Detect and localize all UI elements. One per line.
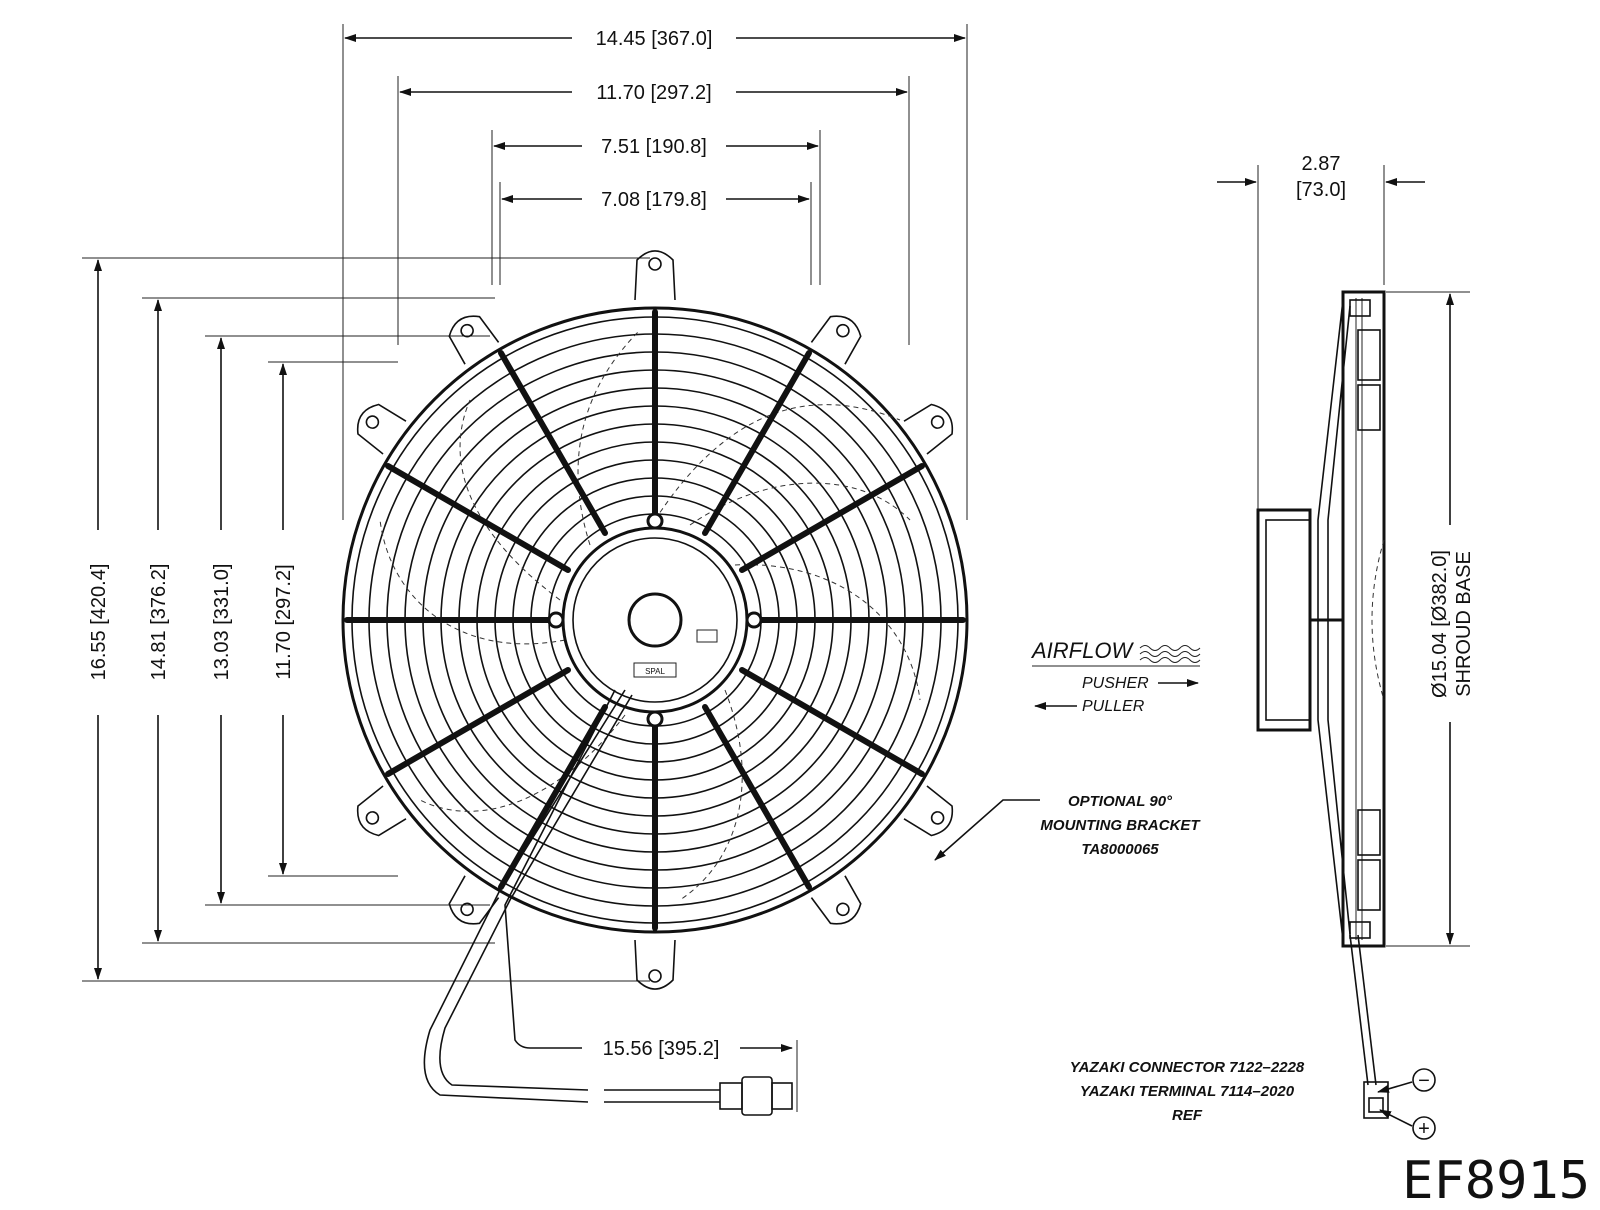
motor-shaft-hub [627, 592, 683, 648]
dimension-shroud-diameter: Ø15.04 [Ø382.0] SHROUD BASE [1386, 291, 1475, 947]
dimension-width-11-70: 11.70 [297.2] [399, 82, 908, 104]
dimension-lead-length: 15.56 [395.2] [560, 1038, 798, 1112]
hub-bolt-right [745, 611, 763, 629]
hub-bolt-top [646, 512, 664, 530]
depth-label: 2.87 [1302, 153, 1341, 175]
extension-lines [82, 24, 968, 982]
motor-small-tag [696, 629, 718, 643]
connector-note-line1: YAZAKI CONNECTOR 7122–2228 [1070, 1059, 1305, 1076]
fan-front-view: SPAL [341, 250, 969, 1116]
wire-harness [423, 689, 793, 1116]
connector-note-line3: REF [1172, 1107, 1203, 1124]
motor-tag-text: SPAL [645, 667, 665, 676]
dimension-overall-height: 16.55 [420.4] [88, 259, 110, 980]
height-13-03-label: 13.03 [331.0] [211, 564, 233, 681]
dimension-overall-width: 14.45 [367.0] [344, 28, 966, 50]
shroud-diameter-label: Ø15.04 [Ø382.0] [1429, 550, 1451, 698]
width-7-51-label: 7.51 [190.8] [601, 136, 707, 158]
airflow-legend: AIRFLOW PUSHER PULLER [1030, 638, 1201, 715]
dimension-height-14-81: 14.81 [376.2] [148, 299, 170, 942]
depth-mm-label: [73.0] [1296, 179, 1346, 201]
negative-terminal-label: − [1418, 1070, 1430, 1092]
bracket-note-line1: OPTIONAL 90° [1068, 793, 1173, 810]
negative-terminal-icon [1412, 1068, 1436, 1092]
motor-housing [561, 526, 749, 714]
fan-blades-hidden [379, 329, 921, 901]
dimension-height-13-03: 13.03 [331.0] [211, 337, 233, 904]
airflow-puller-label: PULLER [1082, 698, 1145, 715]
height-14-81-label: 14.81 [376.2] [148, 564, 170, 681]
part-number: EF8915 [1402, 1151, 1590, 1210]
shroud-base-label: SHROUD BASE [1453, 551, 1475, 697]
bracket-note: OPTIONAL 90° MOUNTING BRACKET TA8000065 [934, 793, 1201, 861]
connector-note-line2: YAZAKI TERMINAL 7114–2020 [1080, 1083, 1295, 1100]
overall-height-label: 16.55 [420.4] [88, 564, 110, 681]
lead-length-label: 15.56 [395.2] [603, 1038, 720, 1060]
positive-terminal-icon [1412, 1116, 1436, 1140]
hub-bolt-bottom [646, 710, 664, 728]
width-7-08-label: 7.08 [179.8] [601, 189, 707, 211]
fan-side-view: 2.87 [73.0] [1217, 153, 1425, 1119]
airflow-title: AIRFLOW [1030, 638, 1134, 663]
overall-width-label: 14.45 [367.0] [596, 28, 713, 50]
dimension-width-7-51: 7.51 [190.8] [493, 136, 819, 158]
mounting-tabs [356, 250, 954, 990]
dimension-height-11-70: 11.70 [297.2] [273, 363, 295, 875]
shroud-outer-ring [341, 306, 969, 934]
dimension-width-7-08: 7.08 [179.8] [501, 189, 810, 211]
guard-spokes [344, 309, 966, 931]
positive-terminal-label: + [1418, 1118, 1430, 1140]
terminal-polarity: − + [1377, 1068, 1436, 1140]
side-connector [1363, 1081, 1389, 1119]
height-11-70-label: 11.70 [297.2] [273, 564, 295, 679]
width-11-70-label: 11.70 [297.2] [596, 82, 711, 104]
connector-note: YAZAKI CONNECTOR 7122–2228 YAZAKI TERMIN… [1070, 1059, 1305, 1124]
motor-label-plate [633, 662, 677, 678]
hub-bolt-left [547, 611, 565, 629]
bracket-note-line3: TA8000065 [1081, 841, 1159, 858]
airflow-pusher-label: PUSHER [1082, 675, 1149, 692]
side-shroud-frame [1341, 290, 1386, 948]
connector-body [719, 1082, 743, 1110]
bracket-note-line2: MOUNTING BRACKET [1040, 817, 1201, 834]
